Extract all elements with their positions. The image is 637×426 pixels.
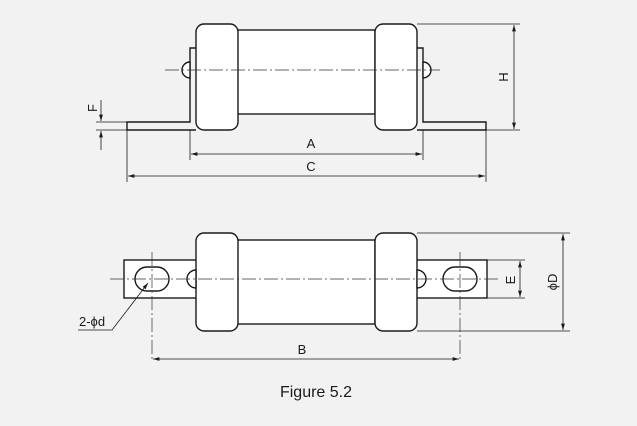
top-fuse-body <box>234 239 376 325</box>
side-right-cap <box>374 23 418 131</box>
side-left-bolt <box>181 61 191 79</box>
side-left-blade <box>126 47 196 131</box>
side-right-blade <box>417 47 487 131</box>
side-right-bolt <box>422 61 432 79</box>
dimension-e-label: E <box>503 275 518 284</box>
side-view: A C H F <box>85 23 520 182</box>
top-left-cap <box>195 232 239 332</box>
side-fuse-body <box>234 29 376 115</box>
dimension-b-label: B <box>298 342 307 357</box>
figure-caption: Figure 5.2 <box>280 384 352 401</box>
dimension-c-label: C <box>306 159 315 174</box>
dimension-a-label: A <box>307 136 316 151</box>
dimension-h-label: H <box>496 72 511 81</box>
hole-diameter-label: 2-ϕd <box>79 314 105 329</box>
dimension-d-label: ϕD <box>545 274 560 291</box>
hole-leader <box>78 282 149 331</box>
top-view: B E ϕD 2-ϕd <box>78 232 570 362</box>
side-left-cap <box>195 23 239 131</box>
top-right-cap <box>374 232 418 332</box>
dimension-f-label: F <box>85 104 100 112</box>
